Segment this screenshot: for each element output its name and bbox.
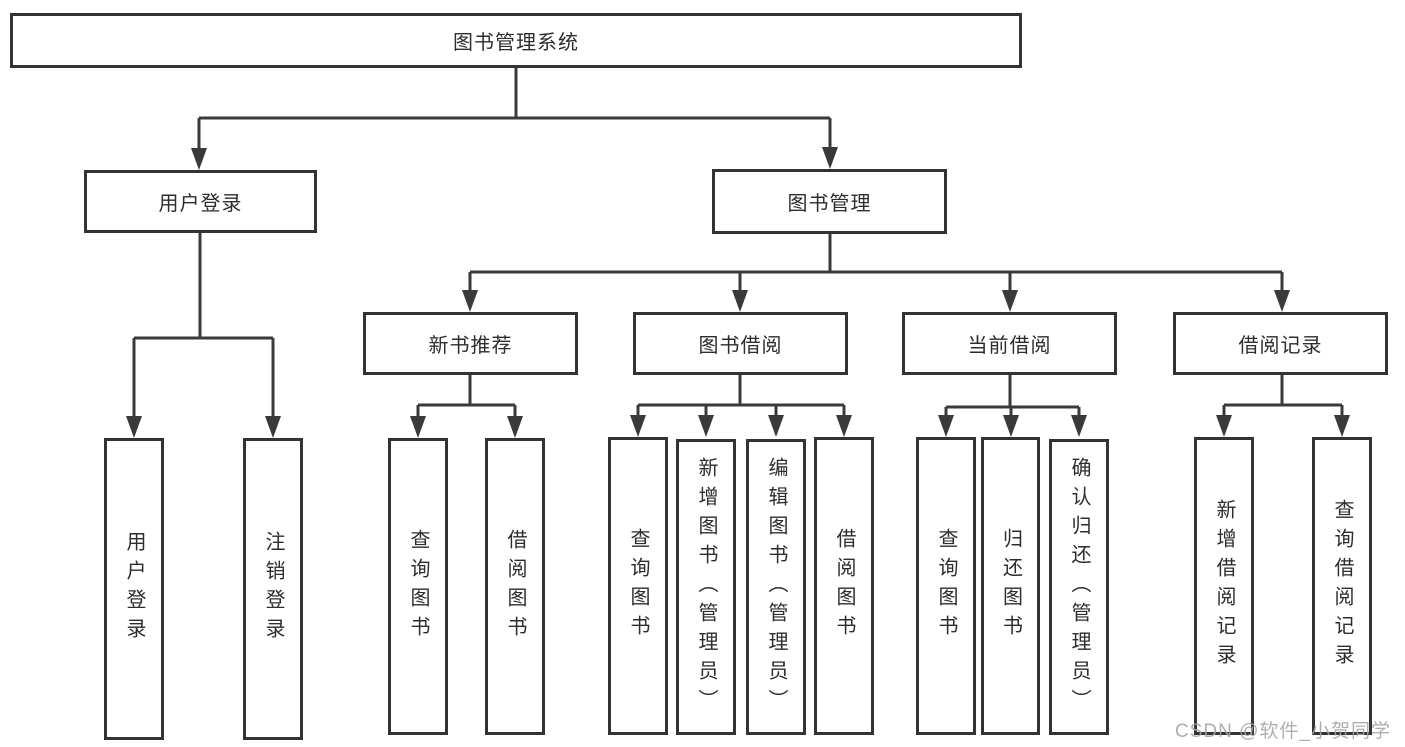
leaf-return-book-label: 归还图书 [999,528,1022,644]
node-new-book-recommend: 新书推荐 [363,312,578,375]
node-root: 图书管理系统 [10,13,1022,68]
node-current-borrow: 当前借阅 [902,312,1117,375]
watermark: CSDN @软件_小贺同学 [1175,721,1391,742]
leaf-query-book-2-label: 查询图书 [627,528,649,644]
node-current-borrow-label: 当前借阅 [967,335,1052,357]
leaf-logout: 注销登录 [243,438,303,740]
leaf-query-book-3-label: 查询图书 [935,528,957,644]
node-new-book-recommend-label: 新书推荐 [428,335,513,357]
node-book-borrow-label: 图书借阅 [698,335,783,357]
node-root-label: 图书管理系统 [453,32,579,54]
node-book-borrow: 图书借阅 [633,312,848,375]
node-user-login-label: 用户登录 [158,193,243,215]
leaf-logout-label: 注销登录 [262,531,284,647]
leaf-add-borrow-record-label: 新增借阅记录 [1213,499,1235,673]
node-borrow-record: 借阅记录 [1173,312,1388,375]
leaf-borrow-book-1-label: 借阅图书 [504,528,526,645]
node-book-management-label: 图书管理 [787,193,872,215]
leaf-query-borrow-record: 查询借阅记录 [1312,437,1372,735]
leaf-return-book: 归还图书 [981,437,1040,735]
leaf-query-book-1-label: 查询图书 [407,528,429,645]
leaf-borrow-book-1: 借阅图书 [485,438,545,735]
leaf-user-login: 用户登录 [104,438,164,740]
leaf-query-book-1: 查询图书 [388,438,448,735]
leaf-borrow-book-2-label: 借阅图书 [833,528,855,644]
leaf-borrow-book-2: 借阅图书 [814,437,874,735]
leaf-confirm-return-admin-label: 确认归还（管理员） [1068,456,1090,718]
node-borrow-record-label: 借阅记录 [1238,335,1323,357]
node-book-management: 图书管理 [712,169,947,234]
leaf-confirm-return-admin: 确认归还（管理员） [1049,439,1109,735]
leaf-query-borrow-record-label: 查询借阅记录 [1331,499,1353,673]
leaf-add-book-admin: 新增图书（管理员） [676,439,736,735]
leaf-query-book-3: 查询图书 [916,437,976,735]
leaf-add-book-admin-label: 新增图书（管理员） [695,456,717,718]
leaf-edit-book-admin-label: 编辑图书（管理员） [765,456,787,718]
leaf-add-borrow-record: 新增借阅记录 [1194,437,1254,735]
leaf-edit-book-admin: 编辑图书（管理员） [746,439,806,735]
leaf-query-book-2: 查询图书 [608,437,668,735]
node-user-login: 用户登录 [84,170,317,233]
leaf-user-login-label: 用户登录 [123,531,145,647]
